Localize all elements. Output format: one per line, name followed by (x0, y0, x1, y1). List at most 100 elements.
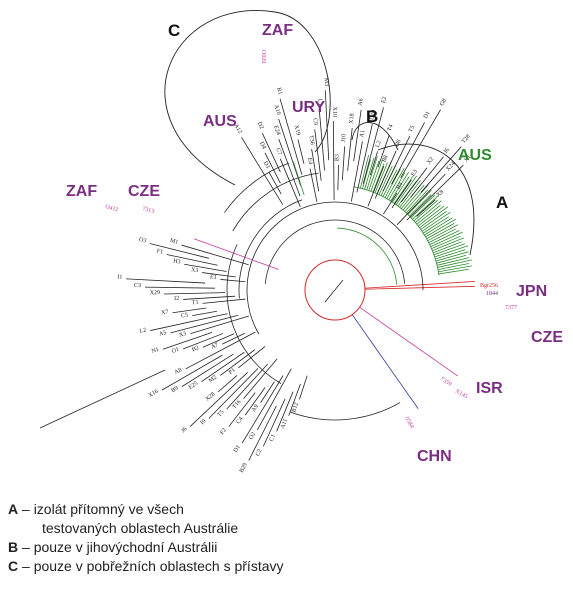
leaf-label: A5 (159, 330, 168, 338)
green-leaf-branch (435, 249, 466, 260)
leaf-label: M3 (323, 78, 329, 87)
leaf-branch (220, 349, 256, 376)
tip-code-zaf-left: O412 (104, 204, 118, 213)
leaf-branch (356, 124, 373, 193)
leaf-branch (318, 109, 325, 171)
country-label-cze-left: CZE (128, 183, 160, 200)
leaf-branch (217, 375, 238, 393)
legend-row-c: C – pouze v pobřežních oblastech s příst… (8, 557, 338, 576)
country-label-isr: ISR (476, 380, 503, 397)
legend-key-b: B (8, 539, 19, 555)
phylogenetic-tree: B12A11C1C2B29O2D1A9C4F2T16T5I9J6X28P1M2E… (39, 10, 563, 474)
green-leaf-branch (434, 245, 469, 258)
green-leaf-branch (415, 200, 442, 223)
leaf-branch (367, 166, 385, 207)
leaf-branch (362, 107, 384, 184)
green-leaf-branch (417, 205, 445, 227)
leaf-label: D3 (262, 160, 271, 169)
leaf-label: M2 (208, 375, 218, 385)
leaf-branch (226, 363, 269, 410)
legend-row-b: B – pouze v jihovýchodní Austrálii (8, 538, 338, 557)
branch-cze-magenta (193, 238, 279, 270)
leaf-branch (288, 383, 301, 416)
green-leaf-branch (409, 194, 432, 217)
green-leaf-branch (433, 243, 465, 256)
leaf-branch (297, 139, 305, 164)
country-label-jpn: JPN (516, 283, 547, 300)
country-label-aus-green: AUS (458, 147, 492, 164)
leaf-branch (324, 90, 330, 161)
leaf-branch (183, 295, 236, 300)
leaf-label: T5 (217, 409, 226, 418)
backbone-arc-4 (232, 172, 319, 232)
leaf-label: P1 (228, 367, 237, 376)
country-label-cze-right: CZE (531, 329, 563, 346)
green-leaf-branch (395, 175, 417, 205)
leaf-label: A11 (280, 418, 289, 430)
green-leaf-branch (429, 230, 460, 245)
green-leaf-branch (430, 231, 463, 247)
green-leaf-branch (435, 251, 469, 262)
leaf-label: X24 (445, 161, 456, 173)
leaf-label: D4 (258, 141, 267, 150)
leaf-label: E25 (188, 381, 199, 391)
leaf-branch (299, 375, 308, 400)
green-leaf-branch (427, 224, 458, 242)
legend-row-a-continued: testovaných oblastech Austrálie (42, 520, 239, 536)
leaf-label: H3 (173, 258, 181, 265)
leaf-branch (244, 387, 266, 416)
green-leaf-branch (433, 241, 462, 254)
leaf-label: F1 (156, 248, 163, 255)
backbone-arc-2 (238, 199, 303, 299)
leaf-label: A6 (358, 98, 365, 106)
tip-code-zaf-top: O020 (260, 50, 266, 63)
leaf-branch (202, 333, 235, 348)
leaf-branch (279, 98, 303, 175)
leaf-label: X10 (331, 107, 337, 117)
leaf-label: B2 (191, 345, 200, 353)
green-leaf-branch (372, 163, 385, 193)
branch-jpn-2 (364, 281, 475, 289)
leaf-branch (190, 315, 249, 335)
leaf-branch (377, 135, 390, 168)
leaf-label: B9 (170, 385, 179, 394)
leaf-branch (420, 146, 462, 193)
green-leaf-branch (392, 176, 410, 203)
leaf-label: J10 (341, 134, 348, 143)
leaf-branch (410, 156, 444, 198)
green-leaf-branch (407, 189, 432, 215)
leaf-branch (145, 286, 216, 289)
leaf-label: I2 (174, 296, 179, 302)
leaf-branch (400, 167, 428, 203)
leaf-label: C4 (236, 416, 245, 425)
clade-b-outline (351, 122, 399, 151)
leaf-label: T16 (232, 399, 243, 410)
tip-code-isr-2: X145 (454, 389, 469, 401)
green-leaf-branch (437, 259, 473, 268)
leaf-branch (184, 263, 227, 272)
leaf-branch (391, 122, 425, 185)
leaf-branch (166, 254, 218, 266)
country-label-aus-purple: AUS (203, 113, 237, 130)
leaf-branch (161, 354, 223, 391)
leaf-branch (238, 346, 266, 369)
backbone-arc-6 (224, 162, 289, 213)
leaf-label: F2 (219, 427, 228, 436)
green-leaf-branch (421, 211, 451, 232)
leaf-branch (201, 351, 245, 383)
leaf-label: E4 (306, 157, 313, 165)
legend-row-a: A – izolát přítomný ve všech (8, 500, 338, 519)
leaf-branch (406, 164, 464, 221)
legend-text-a: – izolát přítomný ve všech (18, 501, 184, 517)
backbone-arc-5 (290, 402, 401, 421)
leaf-label: A9 (251, 404, 260, 413)
green-leaf-branch (382, 169, 398, 197)
leaf-branch (241, 375, 284, 444)
legend-key-c: C (8, 558, 19, 574)
leaf-label: O3 (138, 237, 147, 245)
root-circle (304, 259, 366, 321)
green-leaf-branch (423, 216, 450, 234)
leaf-label: A12 (232, 123, 243, 135)
country-label-zaf-top: ZAF (262, 22, 293, 39)
